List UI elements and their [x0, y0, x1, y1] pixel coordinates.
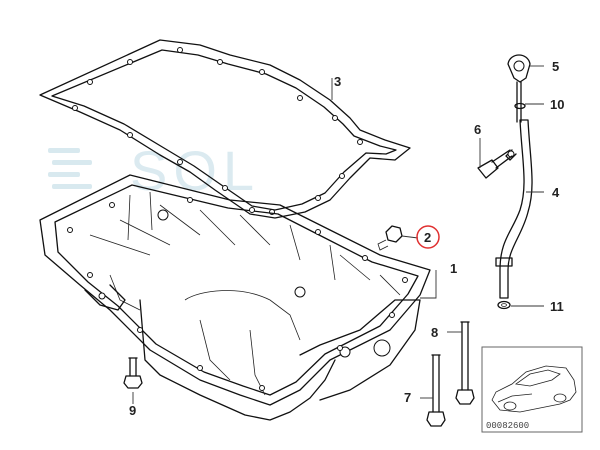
car-thumbnail[interactable]: 00082600	[481, 346, 583, 433]
callout-label-10: 10	[550, 97, 564, 112]
oil-pan-gasket[interactable]	[39, 39, 411, 219]
callout-label-2: 2	[424, 230, 431, 245]
long-bolt-7[interactable]	[426, 354, 446, 427]
callout-label-9: 9	[129, 403, 136, 418]
o-ring-upper[interactable]	[514, 102, 526, 110]
leader-lines	[132, 65, 544, 404]
callout-label-3: 3	[334, 74, 341, 89]
car-thumbnail-frame	[481, 346, 583, 433]
car-icon	[491, 365, 577, 413]
watermark-logo-icon	[48, 148, 92, 189]
o-ring-lower[interactable]	[497, 300, 511, 310]
guide-tube-bolt[interactable]	[477, 149, 513, 179]
callout-label-7: 7	[404, 390, 411, 405]
callout-label-5: 5	[552, 59, 559, 74]
oil-pan[interactable]	[39, 174, 431, 421]
callout-label-6: 6	[474, 122, 481, 137]
callout-label-4: 4	[552, 185, 560, 200]
dipstick-guide-tube[interactable]	[495, 119, 533, 299]
dipstick[interactable]	[507, 54, 531, 123]
callout-label-8: 8	[431, 325, 438, 340]
short-bolt[interactable]	[123, 357, 143, 389]
callout-highlight-ring	[416, 225, 440, 249]
pan-bolt-holes	[67, 197, 408, 391]
callout-labels: 1 2 3 4 5 6 7 8 9 10 11	[129, 59, 564, 418]
callout-label-1: 1	[450, 261, 457, 276]
long-bolt-8[interactable]	[455, 321, 475, 405]
drain-plug[interactable]	[377, 225, 403, 251]
callout-label-11: 11	[550, 299, 564, 314]
watermark: SOL	[48, 139, 254, 202]
car-thumbnail-ref-number: 00082600	[486, 421, 529, 431]
gasket-bolt-holes	[72, 47, 363, 215]
